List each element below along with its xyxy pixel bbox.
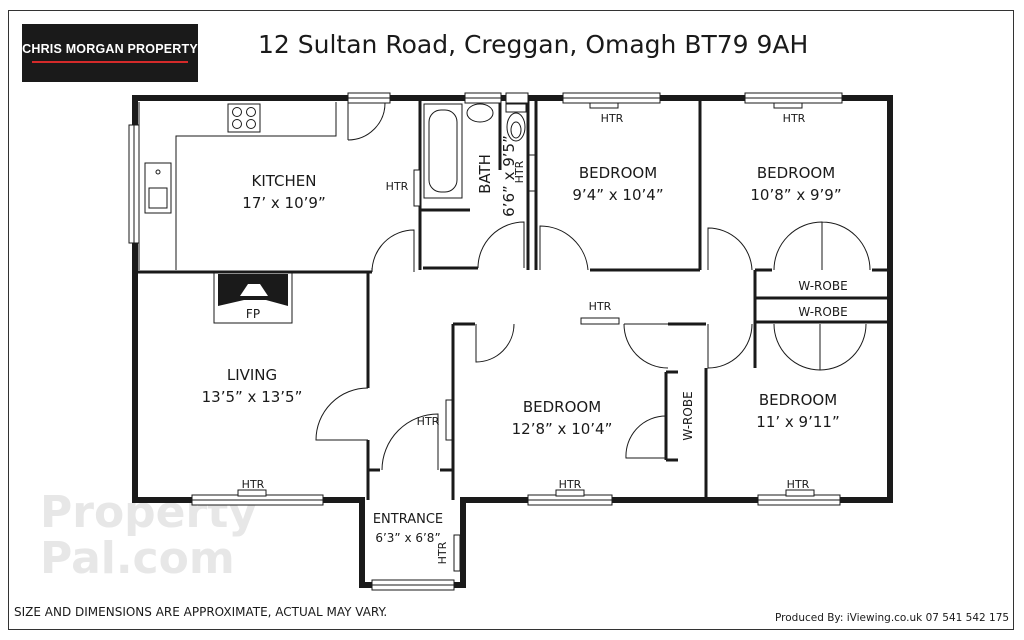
door-wardrobe-bedroom3	[623, 323, 669, 459]
door-wardrobe-bedroom2	[773, 221, 871, 271]
heater-entrance	[453, 534, 461, 572]
room-bedroom4-size: 11’ x 9’11”	[756, 413, 839, 431]
heater-label-hall-left: HTR	[417, 415, 440, 428]
room-bedroom4-name: BEDROOM	[759, 391, 837, 409]
bathtub-icon	[423, 103, 463, 199]
toilet-cistern-icon	[505, 103, 527, 113]
brand-underline	[32, 61, 188, 63]
small-labels: ENTRANCE 6’3” x 6’8” FP HTR HTR HTR HTR …	[242, 112, 848, 564]
door-bedroom1	[539, 225, 589, 271]
brand-logo: CHRIS MORGAN PROPERTY	[22, 24, 198, 82]
heater-label-kitchen: HTR	[386, 180, 409, 193]
heater-bedroom3	[555, 489, 585, 497]
door-living	[315, 387, 369, 441]
room-bedroom3-name: BEDROOM	[523, 398, 601, 416]
property-address: 12 Sultan Road, Creggan, Omagh BT79 9AH	[258, 30, 809, 59]
wardrobe-label-bedroom3: W-ROBE	[681, 391, 695, 440]
heater-label-entrance: HTR	[436, 541, 449, 564]
room-kitchen-size: 17’ x 10’9”	[242, 194, 325, 212]
heater-label-bedroom4: HTR	[787, 478, 810, 491]
room-bedroom3-size: 12’8” x 10’4”	[512, 420, 613, 438]
watermark-logo: Property Pal.com	[40, 490, 260, 582]
door-entrance	[381, 413, 439, 471]
disclaimer-text: SIZE AND DIMENSIONS ARE APPROXIMATE, ACT…	[14, 605, 388, 619]
page-frame	[8, 10, 1014, 630]
door-kitchen	[371, 229, 415, 273]
room-kitchen-name: KITCHEN	[252, 172, 317, 190]
heater-bedroom2	[773, 102, 803, 109]
room-living-size: 13’5” x 13’5”	[202, 388, 303, 406]
heater-kitchen	[413, 169, 421, 207]
door-bedroom3	[475, 323, 515, 363]
window-wc	[505, 92, 529, 104]
heater-hall-top	[580, 317, 620, 325]
door-kitchen-exterior	[347, 102, 386, 141]
heater-wc	[528, 154, 536, 192]
heater-bedroom1	[589, 102, 619, 109]
room-bath-name: BATH	[476, 154, 494, 194]
entrance-size: 6’3” x 6’8”	[375, 531, 440, 545]
wardrobe-label-bedroom4: W-ROBE	[798, 305, 847, 319]
heater-bedroom4	[785, 489, 815, 497]
door-bath	[477, 221, 525, 269]
room-bedroom2-size: 10’8” x 9’9”	[750, 186, 841, 204]
windows	[128, 92, 843, 591]
hob-icon	[227, 103, 261, 133]
heater-label-bedroom3: HTR	[559, 478, 582, 491]
heater-label-bedroom2: HTR	[783, 112, 806, 125]
fixtures	[138, 102, 815, 572]
wardrobe-label-bedroom2: W-ROBE	[798, 279, 847, 293]
entrance-name: ENTRANCE	[373, 512, 443, 527]
heater-hall-left	[445, 399, 453, 441]
heater-living	[237, 489, 267, 497]
door-bedroom4	[707, 323, 753, 369]
kitchen-worktop	[138, 102, 337, 270]
heater-label-wc: HTR	[513, 160, 526, 183]
door-bedroom2	[707, 227, 753, 271]
producer-credit: Produced By: iViewing.co.uk 07 541 542 1…	[775, 612, 1010, 624]
room-bedroom1-size: 9’4” x 10’4”	[572, 186, 663, 204]
room-bath-size: 6’6” x 9’5”	[500, 135, 518, 217]
room-bedroom1-name: BEDROOM	[579, 164, 657, 182]
room-labels: KITCHEN 17’ x 10’9” BATH 6’6” x 9’5” BED…	[202, 135, 842, 438]
heater-label-bedroom1: HTR	[601, 112, 624, 125]
watermark-line-2: Pal.com	[40, 533, 235, 584]
heater-label-living: HTR	[242, 478, 265, 491]
basin-icon	[466, 103, 494, 123]
brand-name: CHRIS MORGAN PROPERTY	[22, 42, 198, 56]
doors	[315, 102, 871, 471]
room-bedroom2-name: BEDROOM	[757, 164, 835, 182]
room-living-name: LIVING	[227, 366, 277, 384]
door-wardrobe-bedroom4	[773, 323, 867, 371]
fireplace-label: FP	[246, 307, 260, 321]
heater-label-hall-top: HTR	[589, 300, 612, 313]
